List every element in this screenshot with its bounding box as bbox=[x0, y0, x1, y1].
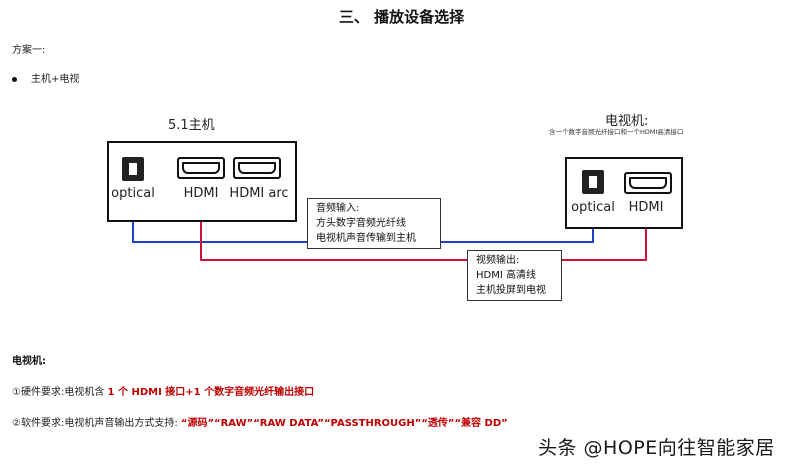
optical-port-icon bbox=[122, 157, 144, 181]
tv-port-optical-label: optical bbox=[571, 200, 615, 215]
host-port-optical-label: optical bbox=[111, 186, 155, 201]
software-requirement: ②软件要求:电视机声音输出方式支持: “源码”“RAW”“RAW DATA”“P… bbox=[12, 414, 508, 429]
bullet-item: 主机+电视 bbox=[12, 70, 79, 85]
hdmi-port-icon bbox=[177, 157, 225, 179]
audio-callout-line: 电视机声音传输到主机 bbox=[316, 233, 416, 244]
audio-callout-line: 音频输入: bbox=[316, 203, 360, 214]
hdmi-cable bbox=[200, 202, 647, 261]
hdmi-arc-port-icon bbox=[233, 157, 281, 179]
audio-callout: 音频输入: 方头数字音频光纤线 电视机声音传输到主机 bbox=[307, 198, 441, 249]
bullet-dot-icon bbox=[12, 76, 17, 82]
software-requirement-highlight: “源码”“RAW”“RAW DATA”“PASSTHROUGH”“透传”“兼容 … bbox=[180, 418, 508, 429]
tv-hdmi-port-icon bbox=[624, 172, 672, 194]
host-port-hdmi-arc-label: HDMI arc bbox=[229, 186, 289, 201]
video-callout-line: HDMI 高清线 bbox=[476, 270, 536, 281]
hardware-requirement: ①硬件要求:电视机含 1 个 HDMI 接口+1 个数字音频光纤输出接口 bbox=[12, 383, 314, 398]
plan-label: 方案一: bbox=[12, 45, 46, 56]
page-title: 三、 播放设备选择 bbox=[338, 8, 465, 26]
tv-subtitle: 含一个数字音频光纤接口和一个HDMI高清接口 bbox=[549, 128, 684, 136]
hardware-requirement-text: ①硬件要求:电视机含 bbox=[12, 387, 105, 398]
watermark: 头条 @HOPE向往智能家居 bbox=[538, 437, 775, 459]
tv-title: 电视机: bbox=[605, 114, 649, 129]
host-device bbox=[107, 141, 297, 222]
tv-port-hdmi-label: HDMI bbox=[628, 200, 664, 215]
software-requirement-text: ②软件要求:电视机声音输出方式支持: bbox=[12, 418, 178, 429]
host-title: 5.1主机 bbox=[168, 118, 215, 133]
video-callout: 视频输出: HDMI 高清线 主机投屏到电视 bbox=[467, 250, 562, 301]
bullet-text: 主机+电视 bbox=[31, 74, 80, 85]
audio-callout-line: 方头数字音频光纤线 bbox=[316, 218, 406, 229]
video-callout-line: 主机投屏到电视 bbox=[476, 285, 546, 296]
host-port-hdmi-label: HDMI bbox=[183, 186, 219, 201]
tv-optical-port-icon bbox=[582, 170, 604, 194]
hardware-requirement-highlight: 1 个 HDMI 接口+1 个数字音频光纤输出接口 bbox=[107, 387, 315, 398]
video-callout-line: 视频输出: bbox=[476, 255, 520, 266]
section-heading: 电视机: bbox=[12, 356, 46, 367]
